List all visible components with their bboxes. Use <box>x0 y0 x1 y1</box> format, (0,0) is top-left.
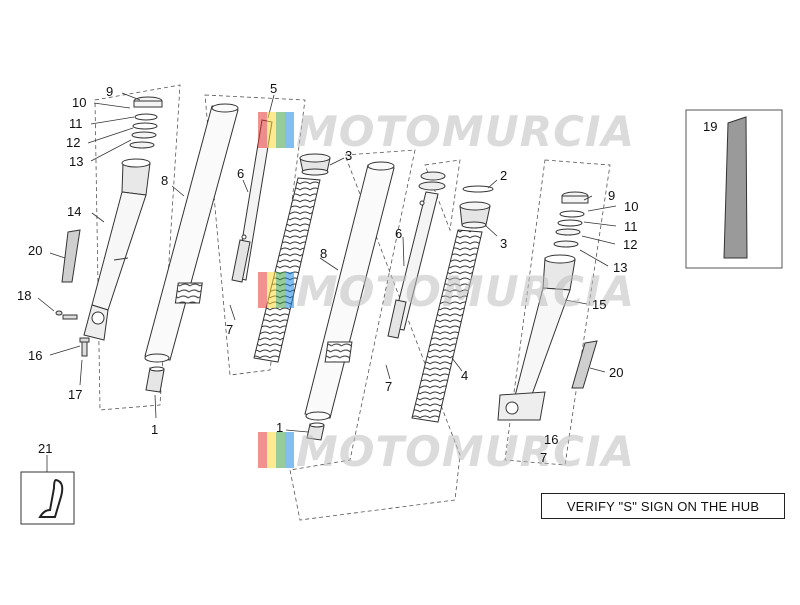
watermark-stripe-red <box>258 112 267 148</box>
hardware-left <box>55 310 90 357</box>
callout-21: 21 <box>38 441 52 456</box>
callout-1-left: 1 <box>151 422 158 437</box>
main-spring-right <box>411 229 483 423</box>
watermark-stripe-yellow <box>267 272 276 308</box>
callout-19: 19 <box>703 119 717 134</box>
callout-1-right: 1 <box>276 420 283 435</box>
watermark-2: MOTOMURCIA <box>258 267 635 316</box>
callout-11-right: 11 <box>624 219 638 234</box>
callout-20-right: 20 <box>609 365 623 380</box>
callout-17: 17 <box>68 387 82 402</box>
watermark-stripe-blue <box>285 272 294 308</box>
callout-5: 5 <box>270 81 277 96</box>
inner-tube-left <box>144 103 239 363</box>
callout-labels: 9 10 11 12 13 14 20 18 16 17 8 5 6 7 1 3… <box>17 81 717 465</box>
callout-13-left: 13 <box>69 154 83 169</box>
hub-note-text: VERIFY "S" SIGN ON THE HUB <box>566 498 760 514</box>
callout-20-left: 20 <box>28 243 42 258</box>
watermark-stripe-yellow <box>267 432 276 468</box>
callout-10-left: 10 <box>72 95 86 110</box>
callout-6-left: 6 <box>237 166 244 181</box>
fork-slider-right <box>497 254 576 421</box>
callout-7-right: 7 <box>385 379 392 394</box>
callout-18: 18 <box>17 288 31 303</box>
callout-11-left: 11 <box>69 116 83 131</box>
watermark-stripe-green <box>276 432 285 468</box>
cartridge-right <box>459 201 491 229</box>
hub-note-box: VERIFY "S" SIGN ON THE HUB <box>541 493 785 519</box>
leader-lines <box>37 92 617 472</box>
watermark-stripe-red <box>258 432 267 468</box>
callout-16-left: 16 <box>28 348 42 363</box>
top-nut-right <box>418 171 494 193</box>
callout-9-left: 9 <box>106 84 113 99</box>
callout-9-right: 9 <box>608 188 615 203</box>
callout-7-lower-right: 7 <box>540 450 547 465</box>
pad-left <box>61 229 81 283</box>
damper-rod-right <box>387 191 439 339</box>
callout-4: 4 <box>461 368 468 383</box>
callout-7-left: 7 <box>226 322 233 337</box>
callout-2: 2 <box>500 168 507 183</box>
watermark-stripe-green <box>276 272 285 308</box>
fork-slider-left <box>83 158 151 341</box>
small-spring-right <box>324 341 353 363</box>
callout-10-right: 10 <box>624 199 638 214</box>
inset-21 <box>20 471 75 525</box>
callout-12-left: 12 <box>66 135 80 150</box>
callout-3-right: 3 <box>500 236 507 251</box>
watermark-stripe-yellow <box>267 112 276 148</box>
callout-14: 14 <box>67 204 81 219</box>
bushing-left <box>145 366 165 393</box>
watermark-stripe-blue <box>285 432 294 468</box>
top-cap-stack-right <box>553 191 589 248</box>
watermark-1: MOTOMURCIA <box>258 107 635 156</box>
watermark-text: MOTOMURCIA <box>296 427 635 476</box>
callout-6-right: 6 <box>395 226 402 241</box>
top-cap-stack-left <box>129 96 163 149</box>
bushing-right <box>306 422 325 441</box>
callout-12-right: 12 <box>623 237 637 252</box>
callout-13-right: 13 <box>613 260 627 275</box>
watermark-3: MOTOMURCIA <box>258 427 635 476</box>
watermark-stripe-blue <box>285 112 294 148</box>
inset-19 <box>685 109 783 269</box>
callout-8-left: 8 <box>161 173 168 188</box>
pad-right <box>571 340 598 389</box>
watermark-text: MOTOMURCIA <box>296 267 635 316</box>
callout-8-right: 8 <box>320 246 327 261</box>
cartridge-left <box>299 153 331 176</box>
watermark-stripe-red <box>258 272 267 308</box>
callout-16-right: 16 <box>544 432 558 447</box>
watermark-stripe-green <box>276 112 285 148</box>
small-spring-left <box>174 282 203 304</box>
watermark-text: MOTOMURCIA <box>296 107 635 156</box>
callout-3-left: 3 <box>345 148 352 163</box>
callout-15: 15 <box>592 297 606 312</box>
